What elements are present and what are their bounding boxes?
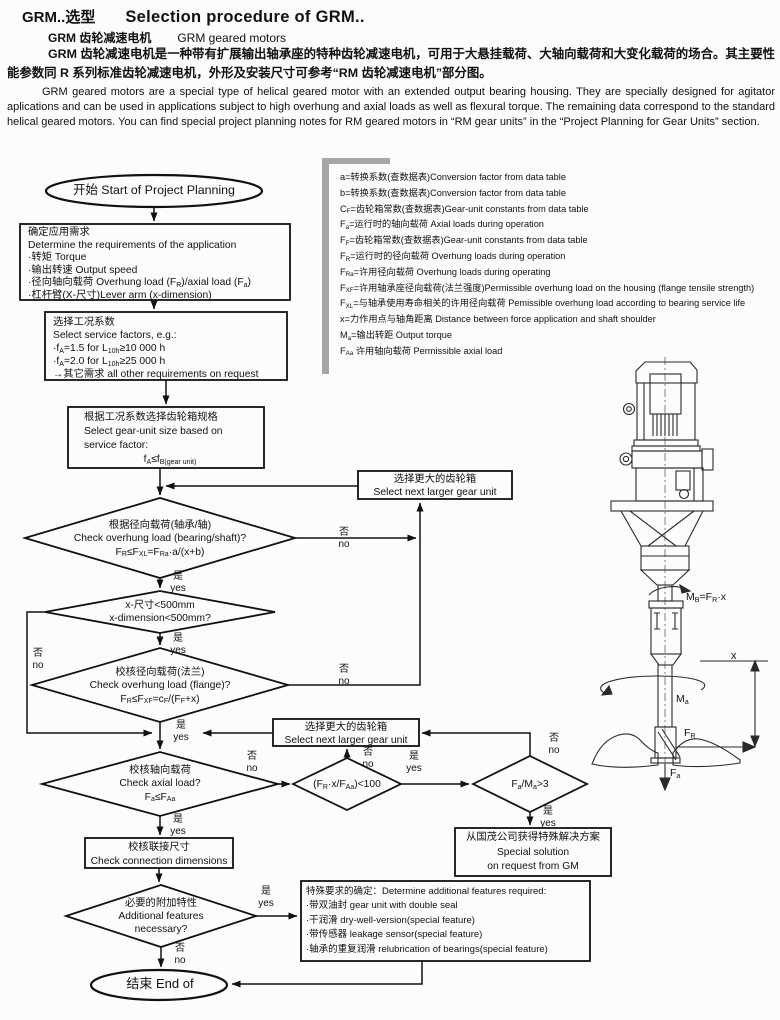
special-requirements-text: 特殊要求的确定：Determine additional features re… — [306, 886, 548, 955]
terminal-box — [649, 373, 682, 415]
mounting-flange — [610, 500, 714, 512]
page-title-en: Selection procedure of GRM.. — [125, 8, 365, 26]
impeller-blade-right — [672, 738, 741, 768]
legend-line: x=力作用点与轴角距离 Distance between force appli… — [340, 314, 656, 325]
frx-ratio-text: (FR·x/FAa)<100 — [313, 779, 381, 791]
output-shaft — [657, 584, 673, 602]
legend-line: Ma=输出转距 Output torque — [340, 329, 452, 342]
lantern-bell — [620, 510, 704, 547]
bending-torque-arc — [648, 586, 689, 596]
coupling-flange — [648, 600, 684, 609]
impeller-hub — [654, 726, 677, 759]
legend-line: FRa=许用径向载荷 Overhung loads during operati… — [340, 266, 551, 279]
legend-line: FAa 许用轴向载荷 Permissible axial load — [340, 345, 503, 358]
page-subtitle-zh: GRM 齿轮减速电机 — [48, 31, 152, 45]
motor-body — [636, 382, 696, 441]
legend-line: FF=齿轮箱常数(查数据表)Gear-unit constants from d… — [340, 235, 588, 247]
legend-line: b=转换系数(查数据表)Conversion factor from data … — [340, 187, 566, 198]
bending-torque-label: MB=FR·x — [686, 591, 726, 604]
fa-ma-text: Fa/Ma>3 — [511, 779, 549, 791]
intro-paragraph-zh: GRM 齿轮减速电机是一种带有扩展输出轴承座的特种齿轮减速电机，可用于大悬挂载荷… — [7, 47, 775, 80]
page-subtitle: GRM 齿轮减速电机 GRM geared motors — [48, 29, 286, 46]
gear-housing-upper — [631, 450, 703, 469]
overhung-force-label: FR — [684, 727, 696, 740]
axial-force-label: Fa — [670, 767, 681, 780]
gear-housing-lower — [635, 467, 704, 502]
eyebolt — [622, 402, 636, 416]
x-dimension-label: x — [731, 650, 737, 662]
eyebolt — [619, 452, 633, 466]
end-label: 结束 End of — [126, 976, 194, 991]
page-subtitle-en: GRM geared motors — [177, 31, 287, 45]
page-title-zh: GRM..选型 — [22, 9, 96, 26]
overhung-flange-text: 校核径向载荷(法兰)Check overhung load (flange)?F… — [89, 667, 231, 706]
bearing-housing — [640, 545, 690, 571]
legend-line: FR=运行时的径向载荷 Overhung loads during operat… — [340, 250, 566, 263]
overhung-bearing-text: 根据径向载荷(轴承/轴)Check overhung load (bearing… — [73, 520, 247, 559]
legend-line: CF=齿轮箱常数(查数据表)Gear-unit constants from d… — [340, 203, 589, 216]
symbol-legend: a=转换系数(查数据表)Conversion factor from data … — [322, 158, 780, 374]
output-torque-arc — [600, 675, 706, 694]
legend-line: FXF=许用轴承座径向载荷(法兰强度)Permissible overhung … — [340, 282, 755, 295]
agitator-shaft — [657, 664, 673, 728]
cooling-fins — [652, 414, 678, 436]
page-title: GRM..选型 Selection procedure of GRM.. — [22, 6, 365, 27]
legend-line: Fa=运行时的轴向载荷 Axial loads during operation — [340, 219, 544, 231]
legend-line: a=转换系数(查数据表)Conversion factor from data … — [340, 172, 566, 182]
start-label: 开始 Start of Project Planning — [73, 183, 235, 197]
impeller-blade-left — [591, 733, 659, 768]
legend-line: FXL=与轴承使用寿命相关的许用径向载荷 Pemissible overhung… — [340, 298, 746, 310]
intro-paragraph-en: GRM geared motors are a special type of … — [7, 86, 775, 128]
motor-drawing — [591, 357, 768, 792]
coupling-body — [650, 607, 682, 655]
output-torque-label: Ma — [676, 693, 689, 706]
